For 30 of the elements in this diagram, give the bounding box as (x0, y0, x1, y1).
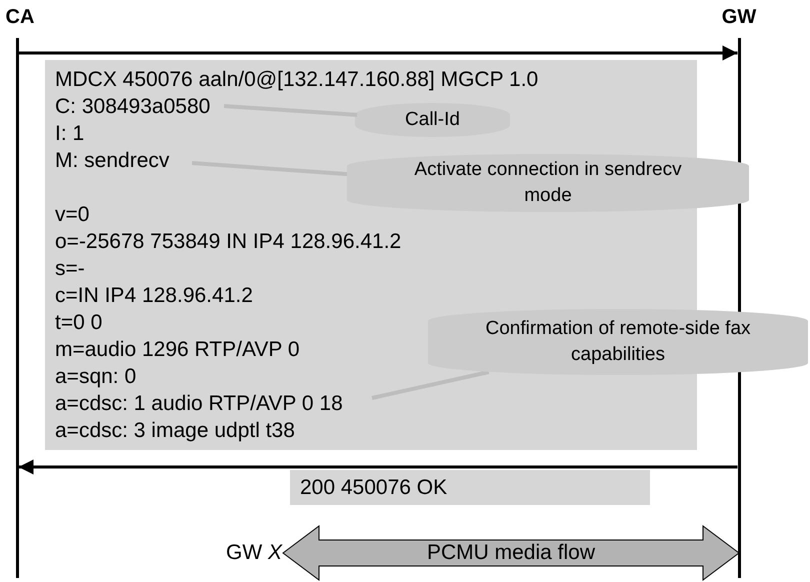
message-arrow (18, 460, 738, 474)
message-line: o=-25678 753849 IN IP4 128.96.41.2 (55, 229, 402, 255)
message-line: a=cdsc: 3 image udptl t38 (55, 418, 295, 444)
message-arrow (18, 46, 738, 60)
message-box (290, 470, 650, 505)
callout-tooltip (355, 103, 510, 137)
callout-tooltip (347, 154, 749, 212)
message-line: M: sendrecv (55, 148, 170, 174)
message-line: s=- (55, 256, 85, 282)
leader-line (224, 104, 358, 117)
callout-text: Activate connection in sendrecv mode (413, 158, 683, 208)
callout-text: Call-Id (405, 108, 460, 132)
leader-line (372, 370, 490, 400)
entity-label: GW X (224, 540, 282, 566)
message-line: t=0 0 (55, 310, 102, 336)
message-line: 200 450076 OK (300, 475, 448, 501)
message-line: a=cdsc: 1 audio RTP/AVP 0 18 (55, 391, 343, 417)
message-line: m=audio 1296 RTP/AVP 0 (55, 337, 300, 363)
message-line: C: 308493a0580 (55, 94, 210, 120)
participant-label: CA (4, 5, 36, 30)
message-line: I: 1 (55, 121, 84, 147)
message-line: a=sqn: 0 (55, 364, 136, 390)
message-line: c=IN IP4 128.96.41.2 (55, 283, 253, 309)
message-line: v=0 (55, 202, 90, 228)
participant-label: GW (720, 5, 758, 30)
message-line: MDCX 450076 aaln/0@[132.147.160.88] MGCP 1.0 (55, 67, 538, 93)
callout-text: Confirmation of remote-side fax capabilities (484, 317, 752, 367)
leader-line (192, 161, 350, 176)
double-block-arrow (282, 525, 740, 581)
callout-tooltip (428, 309, 808, 375)
